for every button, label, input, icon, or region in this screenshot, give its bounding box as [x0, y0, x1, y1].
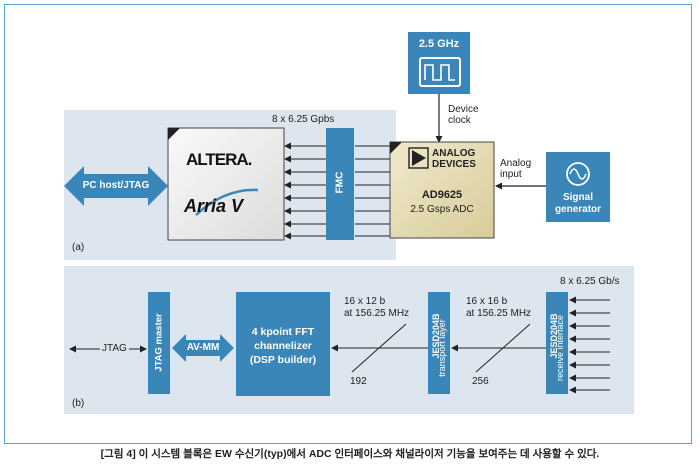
fmc-block	[326, 128, 354, 240]
bus2-count: 256	[472, 376, 489, 387]
fft-block	[236, 292, 330, 396]
figure-caption: [그림 4] 이 시스템 블록은 EW 수신기(typ)에서 ADC 인터페이스…	[100, 448, 600, 460]
fpga-block	[167, 127, 285, 241]
avmm-label: AV-MM	[186, 342, 220, 353]
bus1-count: 192	[350, 376, 367, 387]
transport-layer-block	[428, 292, 450, 394]
fmc-label: FMC	[334, 171, 346, 194]
pc-host-label: PC host/JTAG	[82, 180, 150, 191]
device-clock-label-1: Device	[448, 104, 479, 115]
adc-desc-label: 2.5 Gsps ADC	[410, 204, 474, 215]
pc-host-arrow	[64, 166, 168, 206]
fft-label-1: 4 kpoint FFT	[251, 326, 315, 338]
bus1-label-2: at 156.25 MHz	[344, 308, 410, 319]
altera-logo: ALTERA.	[186, 150, 252, 169]
clock-label: 2.5 GHz	[418, 38, 460, 50]
adc-part-label: AD9625	[421, 189, 463, 201]
square-wave-icon	[419, 57, 461, 87]
arria-logo: Arria V	[184, 196, 244, 216]
jtag-label: JTAG	[100, 343, 129, 354]
serial-lanes-b	[569, 296, 610, 394]
avmm-arrow	[172, 334, 234, 362]
adc-block	[389, 141, 495, 239]
adc-logo-line1: ANALOG	[432, 148, 476, 159]
bus2-label-1: 16 x 16 b	[466, 296, 508, 307]
panel-a-tag: (a)	[72, 242, 85, 253]
device-clock-label-2: clock	[448, 115, 471, 126]
bus1-label-1: 16 x 12 b	[344, 296, 386, 307]
lanes-label-b: 8 x 6.25 Gb/s	[560, 276, 620, 287]
fft-label-3: (DSP builder)	[249, 354, 317, 366]
lanes-label-a: 8 x 6.25 Gpbs	[272, 114, 335, 125]
jtag-master-block	[148, 292, 170, 394]
transport-label-2: transport layer	[437, 319, 447, 377]
fft-label-2: channelizer	[254, 340, 312, 352]
signal-generator-label-2: generator	[554, 204, 602, 215]
receive-interface-block	[546, 292, 568, 394]
serial-lanes-a	[284, 142, 390, 240]
panel-b-tag: (b)	[72, 398, 85, 409]
analog-input-label-1: Analog	[500, 158, 532, 169]
jtag-master-label: JTAG master	[153, 313, 165, 372]
signal-generator-label-1: Signal	[562, 192, 593, 203]
analog-input-label-2: input	[500, 169, 522, 180]
bus2-label-2: at 156.25 MHz	[466, 308, 532, 319]
adc-logo-line2: DEVICES	[432, 159, 476, 170]
adi-logo-icon	[412, 150, 426, 166]
receive-label-2: receive interface	[555, 314, 565, 382]
